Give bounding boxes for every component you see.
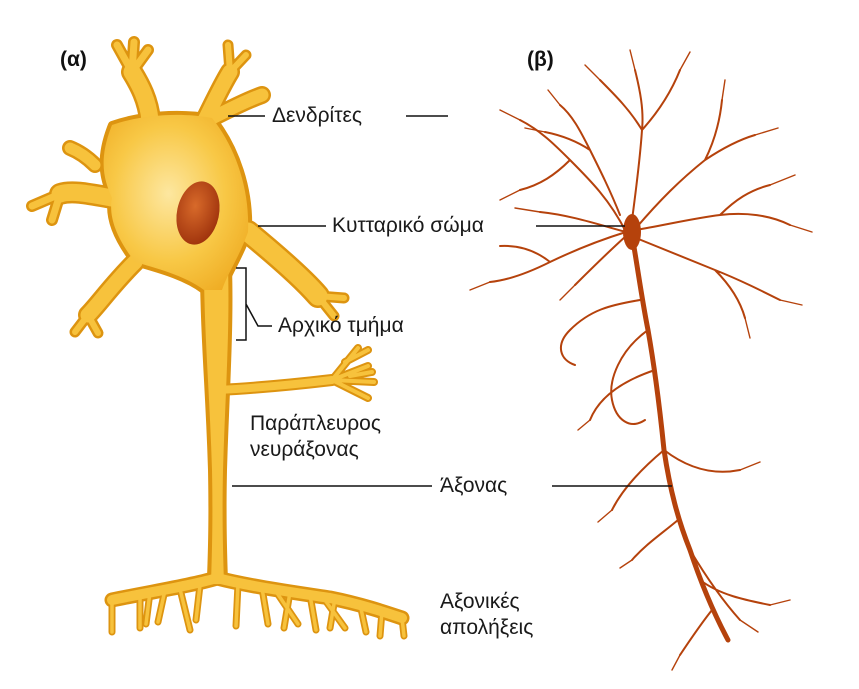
initial-segment-bracket (236, 267, 272, 341)
nucleus (176, 181, 220, 245)
label-collateral-line2: νευράξονας (250, 438, 359, 461)
label-axon: Άξονας (440, 474, 508, 497)
label-terminals-line2: απολήξεις (440, 616, 534, 639)
stained-axon (629, 232, 731, 643)
label-initial-segment: Αρχικό τμήμα (278, 314, 404, 337)
leader-lines (228, 115, 672, 487)
illustrated-neuron (26, 36, 410, 640)
label-cell-body: Κυτταρικό σώμα (332, 214, 484, 237)
label-collateral-line1: Παράπλευρος (250, 412, 381, 435)
neuron-branches (28, 38, 407, 638)
panel-label-b: (β) (527, 48, 554, 71)
cell-body (103, 114, 249, 290)
label-dendrites: Δενδρίτες (272, 104, 362, 127)
stained-neuron (469, 49, 813, 671)
axon-shaft (204, 268, 229, 584)
stained-cell-body (623, 214, 641, 250)
panel-label-a: (α) (60, 48, 87, 71)
label-terminals-line1: Αξονικές (440, 590, 520, 613)
